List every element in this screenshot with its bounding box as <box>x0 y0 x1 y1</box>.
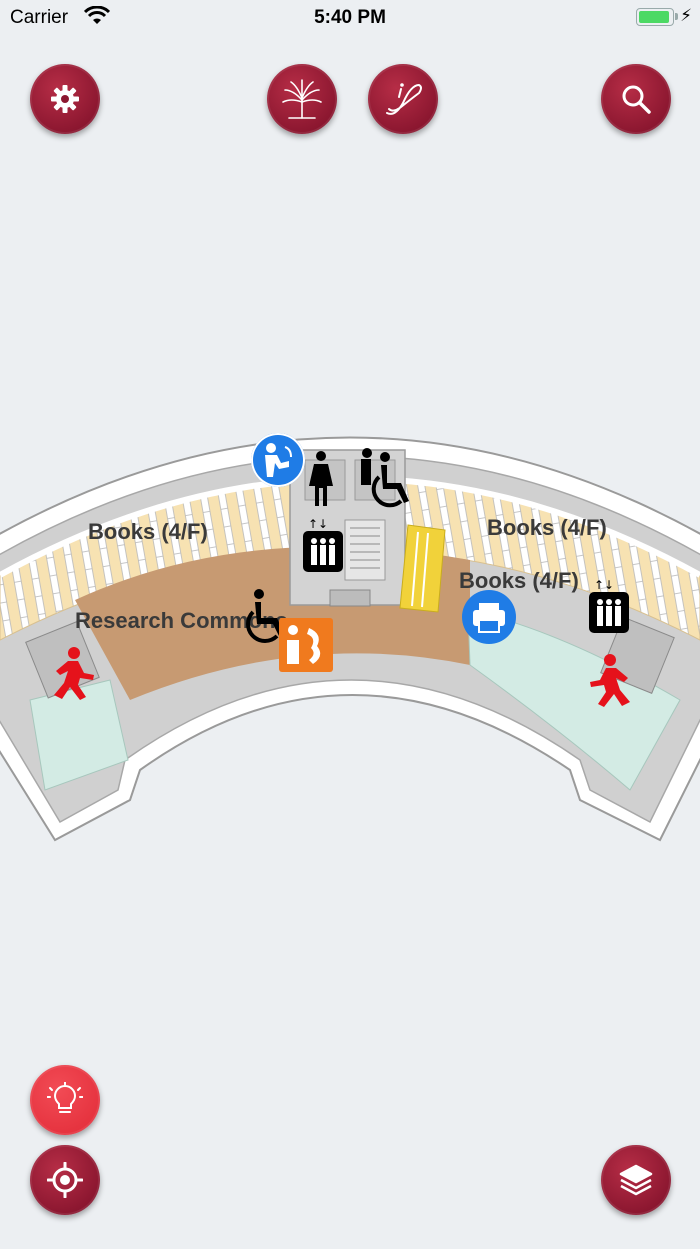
tree-logo-icon <box>277 76 327 122</box>
settings-button[interactable] <box>30 64 100 134</box>
layers-icon <box>618 1162 654 1198</box>
wifi-icon <box>83 5 111 32</box>
accessible-restroom-icon[interactable] <box>357 447 419 513</box>
charging-icon: ⚡ <box>680 6 692 25</box>
printer-icon[interactable] <box>462 590 516 644</box>
elevator-icon-east[interactable]: ↑↓ <box>588 578 630 634</box>
area-label-books-right: Books (4/F) <box>487 515 607 540</box>
gear-icon <box>49 83 81 115</box>
carrier-label: Carrier <box>10 7 69 28</box>
emergency-exit-icon-east[interactable] <box>586 652 636 708</box>
search-icon <box>620 83 652 115</box>
area-label-books-center-right: Books (4/F) <box>459 568 579 593</box>
information-desk-icon[interactable] <box>279 618 333 672</box>
area-label-books-left: Books (4/F) <box>88 519 208 544</box>
wheelchair-access-icon[interactable] <box>245 588 301 644</box>
clock: 5:40 PM <box>314 7 386 28</box>
water-fountain-icon[interactable] <box>251 433 305 487</box>
locate-me-button[interactable] <box>30 1145 100 1215</box>
hint-button[interactable] <box>30 1065 100 1135</box>
locate-target-icon <box>47 1162 83 1198</box>
info-button[interactable] <box>368 64 438 134</box>
search-button[interactable] <box>601 64 671 134</box>
status-bar: Carrier 5:40 PM ⚡ <box>0 0 700 36</box>
emergency-exit-icon-west[interactable] <box>48 645 98 701</box>
battery-icon <box>636 8 674 26</box>
elevator-icon[interactable]: ↑↓ <box>302 517 344 573</box>
library-logo-button[interactable] <box>267 64 337 134</box>
layers-button[interactable] <box>601 1145 671 1215</box>
svg-text:↑↓: ↑↓ <box>594 578 614 592</box>
womens-restroom-icon[interactable] <box>306 450 336 508</box>
lightbulb-icon <box>47 1082 83 1118</box>
svg-text:↑↓: ↑↓ <box>308 517 328 531</box>
info-script-icon <box>381 77 425 121</box>
